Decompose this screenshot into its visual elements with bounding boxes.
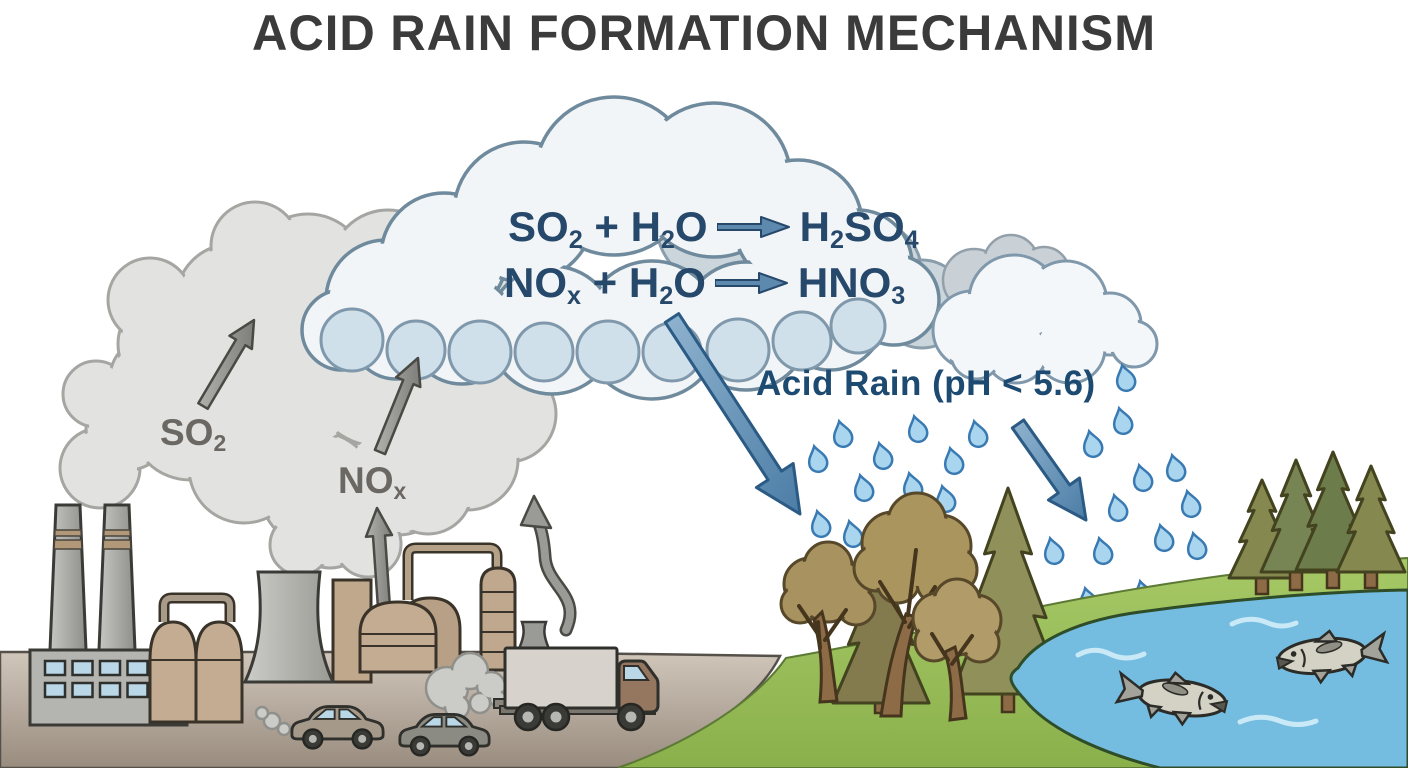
lake-waves	[1075, 616, 1319, 727]
factory-window	[126, 681, 149, 699]
factory-window	[98, 681, 122, 699]
nox-emission-label: NOx	[338, 460, 407, 505]
page-title: ACID RAIN FORMATION MECHANISM	[251, 5, 1157, 61]
vehicle-exhaust-smoke	[254, 651, 508, 737]
smokestack-icon	[48, 503, 88, 652]
acid-rain-down-arrows	[663, 312, 1088, 522]
dome-tanks	[358, 542, 503, 674]
car	[398, 713, 491, 757]
factory-window	[43, 659, 67, 677]
pine-forest	[1227, 450, 1407, 596]
car	[290, 705, 385, 750]
reactants: SO2 + H2O	[508, 203, 708, 255]
reaction-nox-line: NOx + H2O HNO3	[504, 259, 906, 311]
reactants: NOx + H2O	[504, 259, 706, 311]
factory-window	[126, 659, 149, 677]
rain-arrow-to-trees-icon	[663, 312, 802, 516]
product: HNO3	[797, 259, 906, 311]
so2-up-arrow-icon	[197, 318, 256, 411]
factory-window	[71, 659, 94, 677]
truck	[493, 646, 660, 732]
factory-window	[71, 681, 94, 699]
lake	[1009, 588, 1408, 768]
factory-window	[98, 659, 122, 677]
small-rain-cloud	[931, 253, 1159, 385]
reaction-cloud-shaded-lobes	[319, 297, 887, 385]
cooling-tower-icon	[242, 570, 336, 684]
curved-emission-arrow-icon	[519, 494, 577, 637]
dead-fish-icon	[1275, 629, 1390, 685]
damaged-tree-3	[911, 577, 1003, 722]
storage-tanks	[148, 592, 244, 724]
reaction-arrow-icon	[714, 272, 788, 294]
vent-stack-icon	[516, 620, 552, 653]
so2-emission-label: SO2	[160, 412, 227, 457]
product: H2SO4	[799, 203, 919, 255]
dead-fish-icon	[1114, 670, 1229, 727]
rain-arrow-to-lake-icon	[1010, 418, 1088, 522]
factory-window	[43, 681, 67, 699]
damaged-tree-1	[779, 540, 877, 704]
nox-upper-arrow-icon	[373, 356, 422, 456]
reaction-so2-line: SO2 + H2O H2SO4	[508, 203, 919, 255]
factory	[28, 503, 552, 727]
smokestack-icon	[97, 503, 137, 652]
distillation-column	[479, 566, 517, 672]
reaction-arrow-icon	[716, 216, 790, 238]
acid-rain-label: Acid Rain (pH < 5.6)	[756, 364, 1096, 403]
